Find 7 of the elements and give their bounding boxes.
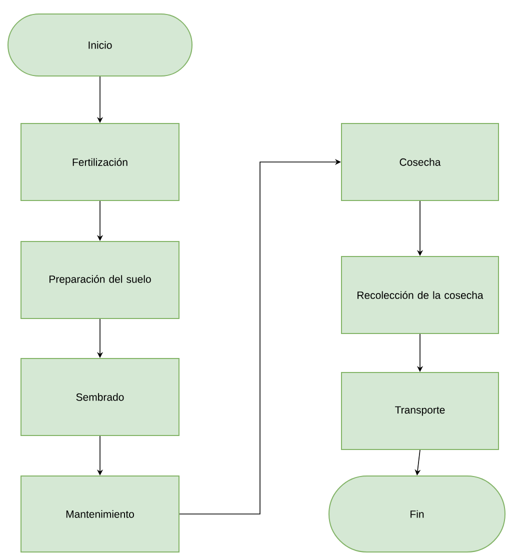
process-box: Transporte	[341, 372, 499, 450]
process-box: Mantenimiento	[20, 476, 180, 552]
process-box: Preparación del suelo	[20, 241, 180, 319]
process-box: Cosecha	[341, 123, 499, 201]
process-box: Recolección de la cosecha	[341, 256, 499, 334]
process-box: Fertilización	[20, 123, 180, 201]
process-box: Sembrado	[20, 358, 180, 436]
